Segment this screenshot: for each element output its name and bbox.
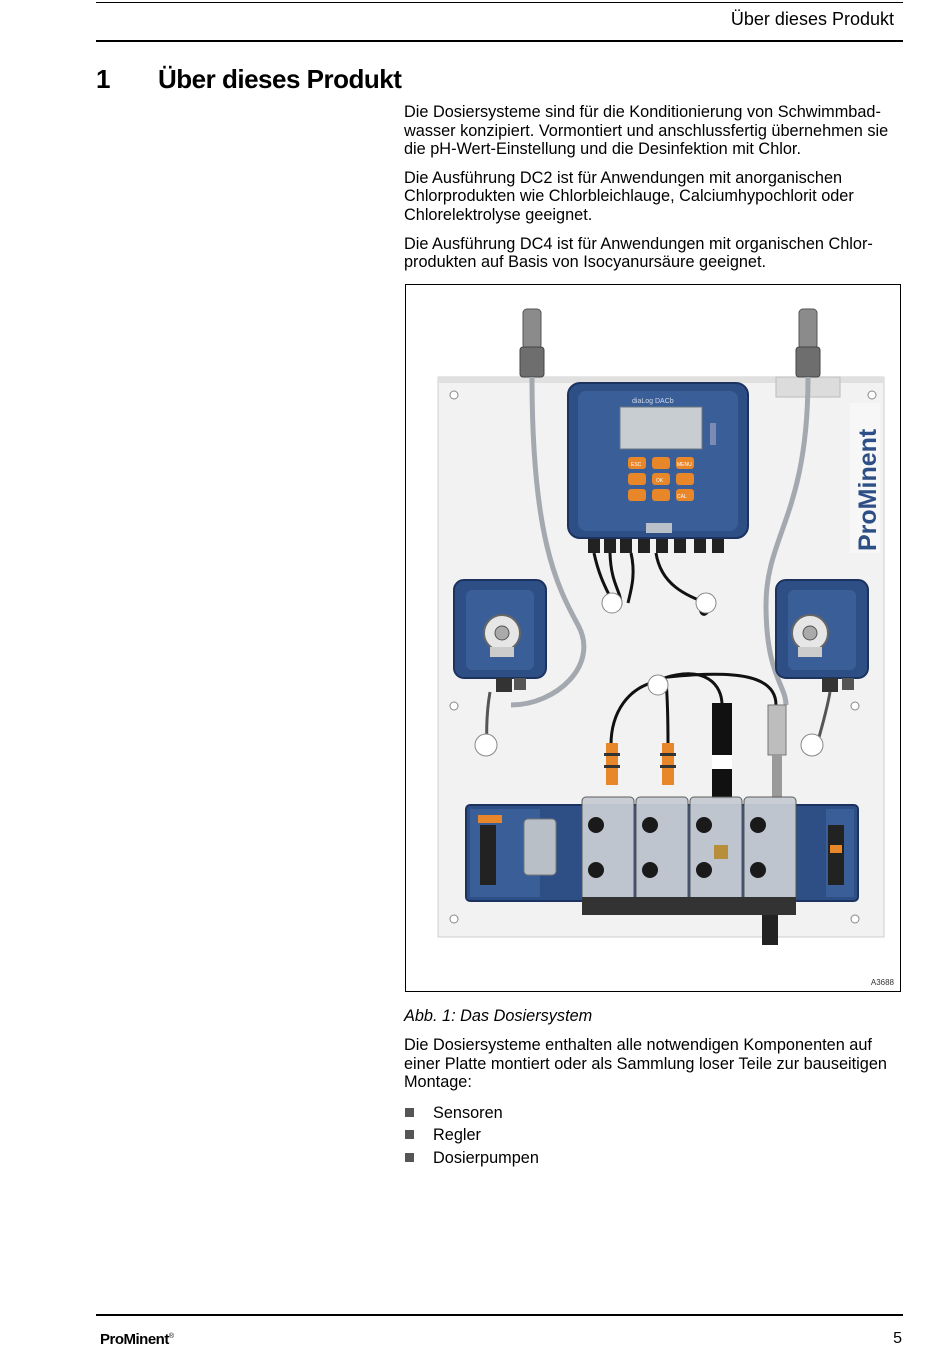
sensor-cable-clip xyxy=(647,674,669,696)
key-cal: CAL xyxy=(677,494,687,500)
dosing-pump-right xyxy=(775,579,869,692)
sensor-chlorine xyxy=(712,703,732,799)
dosing-system-figure: ProMinent diaLog DACb xyxy=(405,284,901,992)
sensor-ph xyxy=(604,743,620,785)
body-text: Die Dosiersysteme enthalten alle notwend… xyxy=(404,1036,894,1169)
plate-top-edge xyxy=(438,377,884,383)
controller-keypad: ESC MENU OK CAL xyxy=(628,457,694,501)
footer-rule xyxy=(96,1314,903,1316)
controller-label: diaLog DACb xyxy=(632,398,674,405)
chapter-number: 1 xyxy=(96,64,110,94)
list-item: Dosierpumpen xyxy=(404,1147,894,1170)
chapter-title: Über dieses Produkt xyxy=(158,64,402,94)
cable-clip-right xyxy=(695,592,717,614)
line-clip-right xyxy=(800,733,824,757)
intro-paragraph-2: Die Ausführung DC2 ist für Anwendungen m… xyxy=(404,168,854,224)
bullet-square-icon xyxy=(405,1107,414,1117)
header-top-rule xyxy=(96,2,903,3)
header-rule xyxy=(96,40,903,42)
intro-text: Die Dosiersysteme sind für die Kondition… xyxy=(404,103,894,282)
flow-cells xyxy=(581,796,797,945)
bullet-square-icon xyxy=(405,1152,414,1162)
key-esc: ESC xyxy=(631,462,642,468)
body-paragraph-1: Die Dosiersysteme enthalten alle notwend… xyxy=(404,1036,887,1092)
line-clip-left xyxy=(474,733,498,757)
brand-strip xyxy=(850,403,880,553)
intro-paragraph-1: Die Dosiersysteme sind für die Kondition… xyxy=(404,103,889,159)
intro-paragraph-3: Die Ausführung DC4 ist für Anwendungen m… xyxy=(404,234,873,272)
running-header: Über dieses Produkt xyxy=(730,9,894,29)
sensor-temperature xyxy=(767,704,787,799)
hose-right xyxy=(763,376,811,706)
key-menu: MENU xyxy=(677,462,692,468)
figure-caption: Abb. 1: Das Dosiersystem xyxy=(404,1007,593,1025)
controller-display xyxy=(619,406,703,450)
plate-screws xyxy=(449,390,877,924)
controller-cable-glands xyxy=(588,539,724,553)
brand-vertical-text: ProMinent xyxy=(854,428,882,551)
key-ok: OK xyxy=(656,478,664,484)
hose-left xyxy=(510,376,587,708)
chapter-heading: 1 Über dieses Produkt xyxy=(96,64,402,95)
sensor-redox xyxy=(660,743,676,785)
bullet-square-icon xyxy=(405,1130,414,1140)
list-item: Regler xyxy=(404,1124,894,1147)
page-number: 5 xyxy=(893,1330,902,1347)
dosing-pump-left xyxy=(453,579,547,692)
dosing-system-illustration: ProMinent diaLog DACb xyxy=(437,308,885,945)
hose-connector-right xyxy=(795,308,821,378)
figure-id: A3688 xyxy=(870,978,894,987)
component-list: Sensoren Regler Dosierpumpen xyxy=(404,1102,894,1170)
hose-connector-left xyxy=(519,308,545,378)
footer-brand-logo: ProMinent® xyxy=(100,1331,174,1348)
cable-clip-left xyxy=(601,592,623,614)
list-item: Sensoren xyxy=(404,1102,894,1125)
